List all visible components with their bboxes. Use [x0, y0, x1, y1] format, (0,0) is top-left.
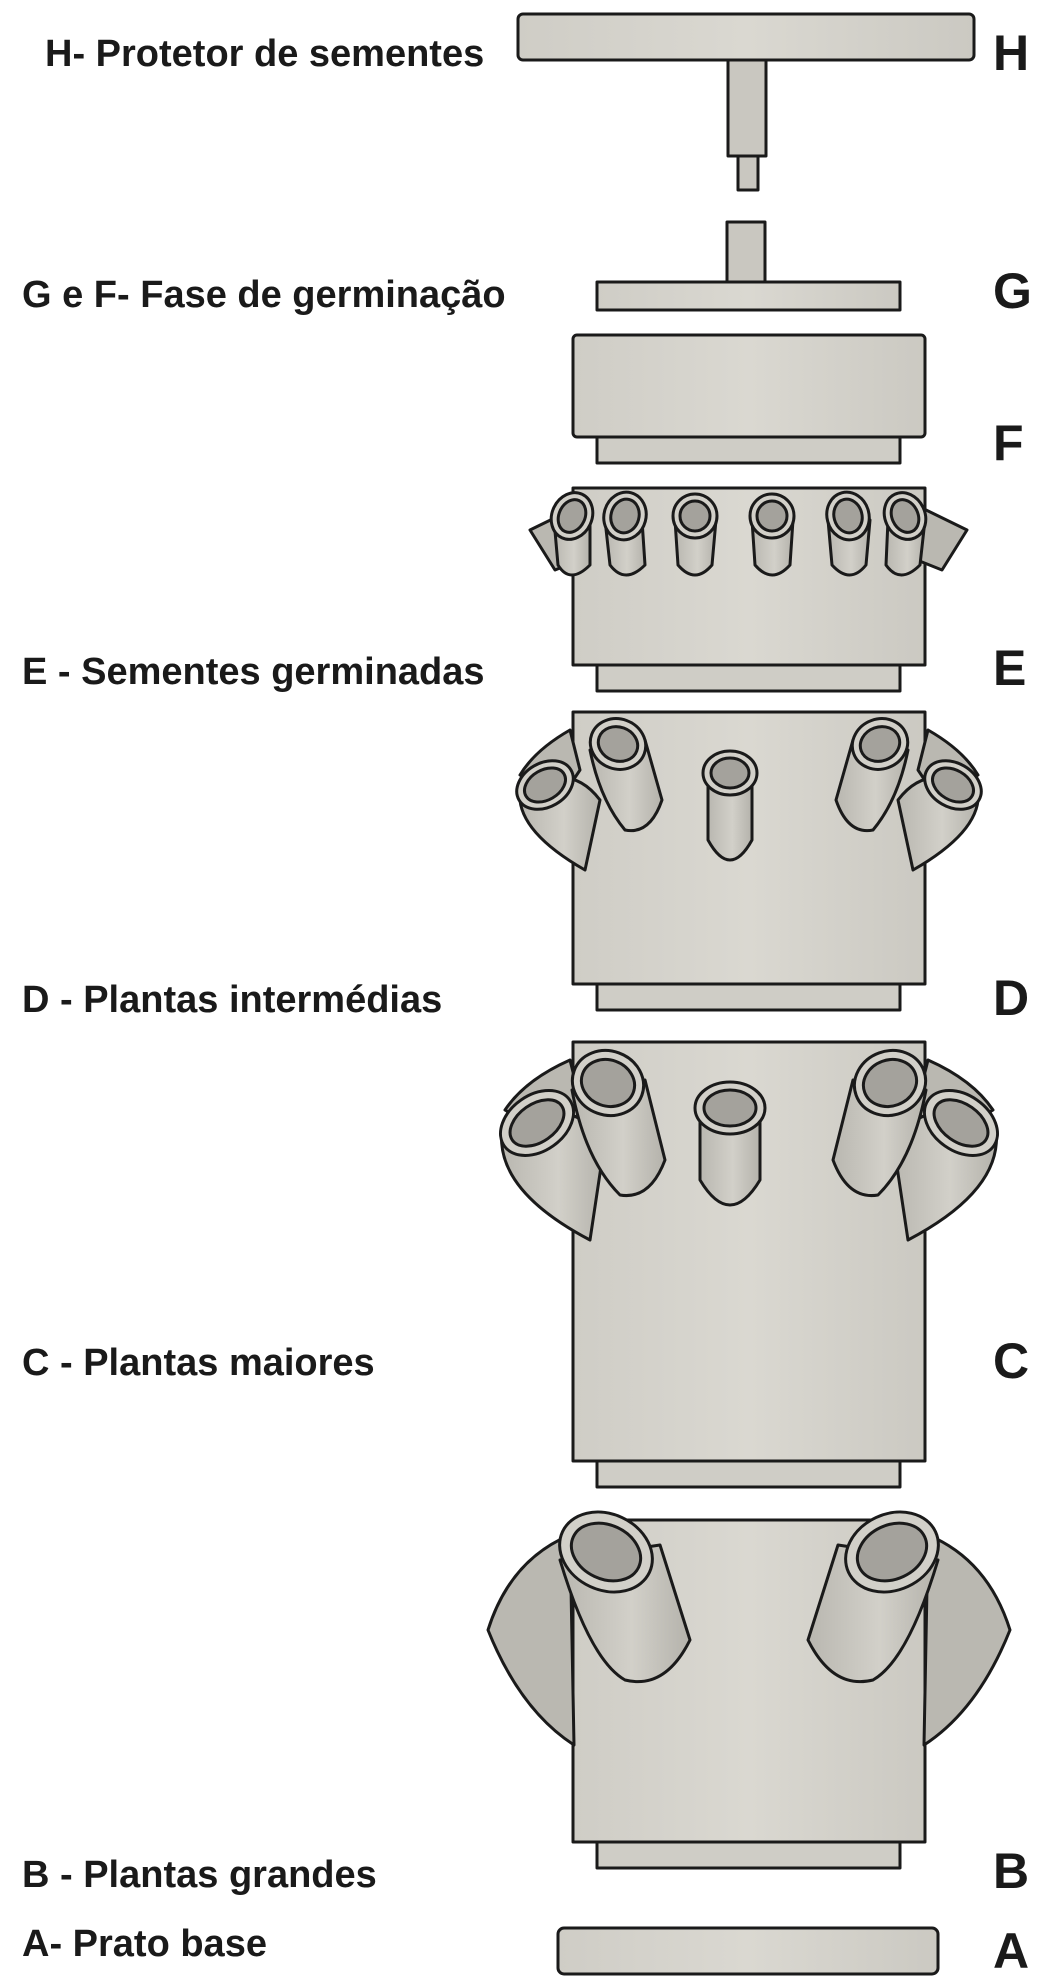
part-h-seed-protector [518, 14, 974, 190]
part-e-germinated-seeds-tier [530, 486, 967, 691]
part-c-larger-plants-tier [488, 1041, 1010, 1487]
part-f-germination-body [573, 335, 925, 463]
part-g-germination-plate [597, 222, 900, 310]
part-a-base-plate [558, 1928, 938, 1974]
part-b-large-plants-tier [488, 1497, 1010, 1868]
part-d-intermediate-plants-tier [508, 711, 990, 1010]
